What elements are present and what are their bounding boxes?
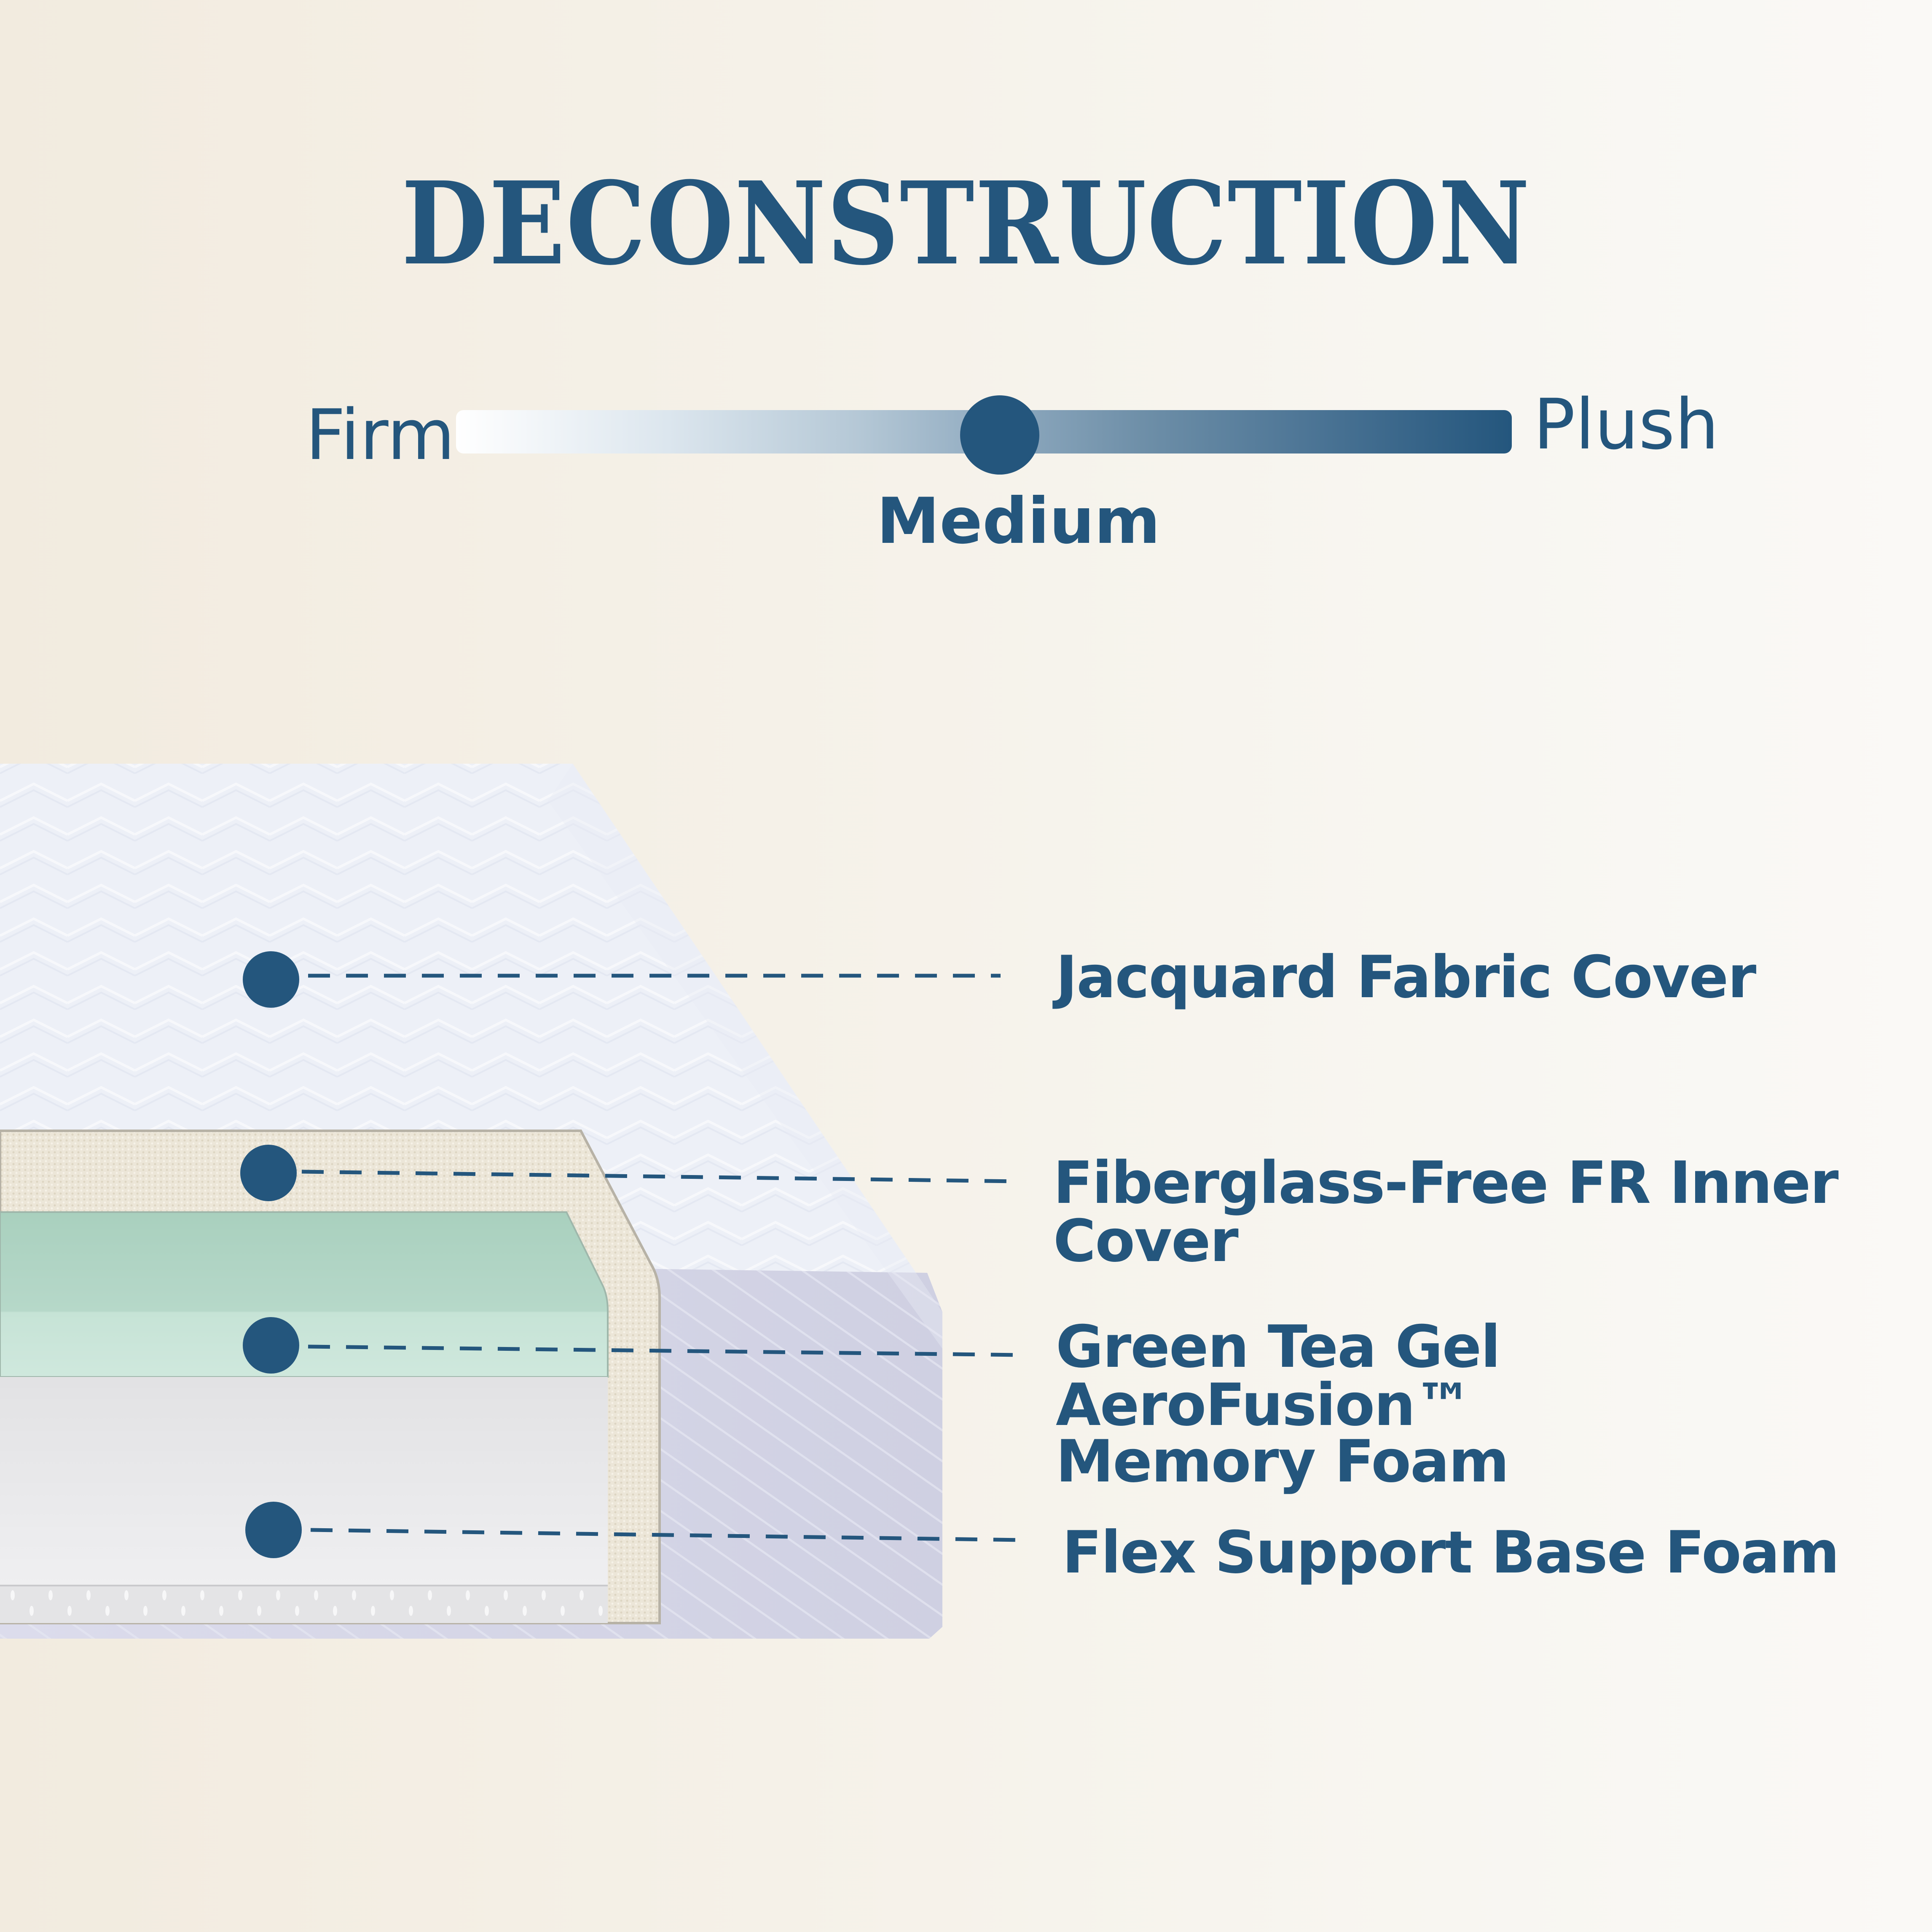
dot-marker-icon [243,1317,299,1374]
layer-label-text: Flex Support Base Foam [1062,1519,1840,1586]
plush-label: Plush [1533,384,1719,465]
firmness-slider-knob [960,395,1040,475]
selected-firmness-label: Medium [877,485,1160,558]
firm-label: Firm [306,394,455,475]
layer-label-text: Jacquard Fabric Cover [1056,943,1756,1011]
layer-label-jacquard-cover: Jacquard Fabric Cover [1056,948,1756,1006]
layer-label-inner-cover: Fiberglass-Free FR Inner Cover [1053,1154,1932,1270]
layer-label-memory-foam: Green Tea Gel AeroFusion™ Memory Foam [1056,1318,1932,1491]
leader-line [308,1344,1023,1357]
leader-line [310,1528,1023,1542]
dot-marker-icon [245,1502,302,1558]
leader-line [301,1170,1018,1183]
dot-marker-icon [240,1145,297,1201]
page-title: DECONSTRUCTION [401,156,1531,290]
layer-label-text-line2: Memory Foam [1056,1428,1509,1495]
layer-label-text: Green Tea Gel AeroFusion™ [1056,1313,1501,1439]
callouts [240,951,1023,1558]
base-foam-layer [0,1377,608,1623]
layer-label-text: Fiberglass-Free FR Inner Cover [1053,1149,1839,1275]
dot-marker-icon [243,951,299,1008]
layer-label-base-foam: Flex Support Base Foam [1062,1524,1840,1582]
memory-foam-layer [0,1211,609,1378]
